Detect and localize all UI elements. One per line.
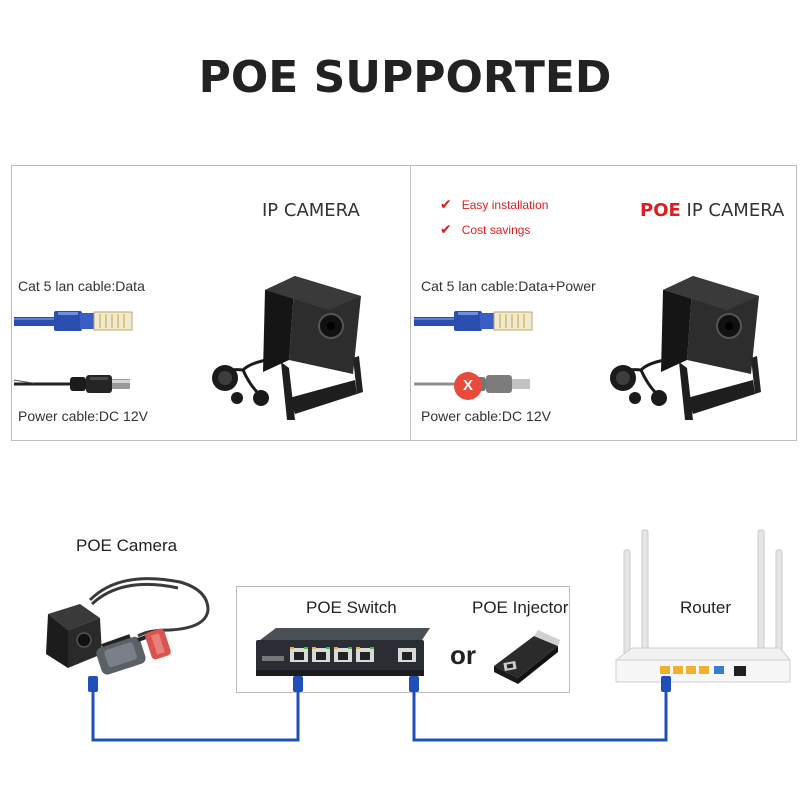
left-power-label: Power cable:DC 12V bbox=[18, 408, 148, 424]
feature-item: ✔ Cost savings bbox=[440, 221, 530, 238]
check-icon: ✔ bbox=[440, 221, 452, 237]
or-label: or bbox=[450, 640, 476, 670]
right-lan-label: Cat 5 lan cable:Data+Power bbox=[421, 278, 596, 294]
check-icon: ✔ bbox=[440, 196, 452, 212]
feature-label: Cost savings bbox=[461, 222, 531, 237]
poe-injector-label: POE Injector bbox=[472, 598, 569, 617]
camera-to-switch-cable bbox=[91, 686, 300, 742]
rj45-plug-icon bbox=[293, 676, 303, 692]
device-box bbox=[236, 586, 570, 693]
lan-cable-icon bbox=[414, 311, 533, 331]
poe-camera-icon bbox=[46, 577, 210, 675]
switch-to-router-cable bbox=[412, 686, 668, 742]
rj45-plug-icon bbox=[661, 676, 671, 692]
poe-switch-icon bbox=[256, 628, 430, 676]
poe-camera-label: POE Camera bbox=[76, 536, 178, 555]
right-panel-heading-rest: IP CAMERA bbox=[680, 200, 785, 221]
lan-cable-icon bbox=[14, 311, 133, 331]
poe-ip-camera-icon bbox=[610, 276, 761, 420]
left-lan-label: Cat 5 lan cable:Data bbox=[18, 278, 145, 294]
router-label: Router bbox=[680, 598, 732, 617]
poe-highlight: POE bbox=[640, 200, 681, 221]
rj45-plug-icon bbox=[88, 676, 98, 692]
right-power-label: Power cable:DC 12V bbox=[421, 408, 551, 424]
ip-camera-icon bbox=[212, 276, 363, 420]
cross-icon: X bbox=[454, 372, 482, 400]
right-panel-heading: POE IP CAMERA bbox=[640, 200, 784, 221]
dc-power-cable-icon bbox=[13, 375, 130, 393]
left-panel-heading: IP CAMERA bbox=[262, 200, 360, 221]
feature-item: ✔ Easy installation bbox=[440, 196, 548, 213]
page-title: POE SUPPORTED bbox=[198, 52, 612, 103]
feature-label: Easy installation bbox=[461, 197, 549, 212]
poe-injector-icon bbox=[494, 630, 560, 684]
panel-divider bbox=[410, 166, 411, 440]
poe-switch-label: POE Switch bbox=[306, 598, 397, 617]
rj45-plug-icon bbox=[409, 676, 419, 692]
router-icon bbox=[614, 529, 792, 683]
